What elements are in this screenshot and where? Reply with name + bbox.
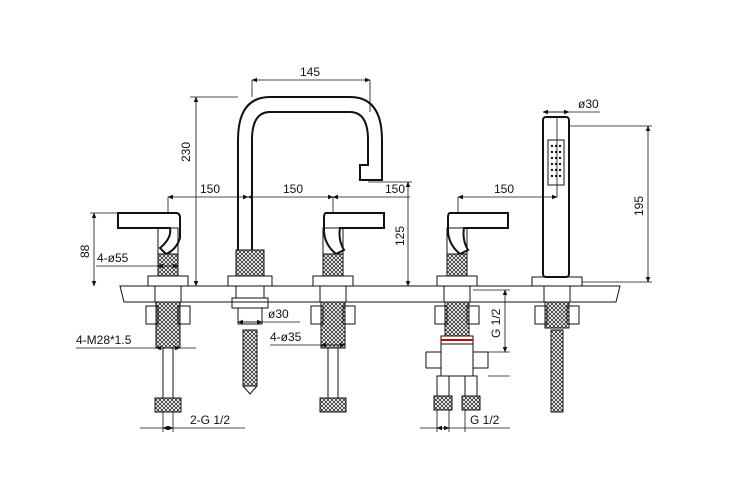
dim-shower-height: 195 [632,196,646,216]
dim-thread: 4-M28*1.5 [76,333,132,347]
left-handle-valve [117,212,191,413]
deck-plate [119,285,621,303]
dim-inlet-left: 2-G 1/2 [190,413,230,427]
dim-hole-small: 4-ø55 [97,251,129,265]
dim-inlet-right: G 1/2 [470,413,500,427]
dim-spout-height: 230 [179,142,193,162]
dim-spout-width: 145 [300,65,320,79]
lever-handle-icon [323,212,385,256]
spout-assembly [227,96,383,395]
dimension-lines [76,77,652,432]
dimension-labels: 145 230 150 150 150 150 125 88 4-ø55 ø30… [76,65,646,427]
dim-spacing-3: 150 [385,182,405,196]
lever-handle-icon [447,212,509,256]
dim-spout-deck-height: 125 [393,226,407,246]
middle-handle-valve [310,212,385,413]
lever-handle-icon [117,212,181,256]
dim-spacing-2: 150 [283,182,303,196]
diverter-handle-valve [425,212,509,411]
dim-handle-height: 88 [78,244,92,258]
dim-spacing-1: 150 [200,182,220,196]
spout-icon [237,96,383,250]
dim-shower-diameter: ø30 [578,97,599,111]
dim-spacing-4: 150 [494,182,514,196]
dim-outlet-right-vertical: G 1/2 [489,308,503,338]
dim-spout-shank: ø30 [268,307,289,321]
dim-hole-large: 4-ø35 [270,330,302,344]
